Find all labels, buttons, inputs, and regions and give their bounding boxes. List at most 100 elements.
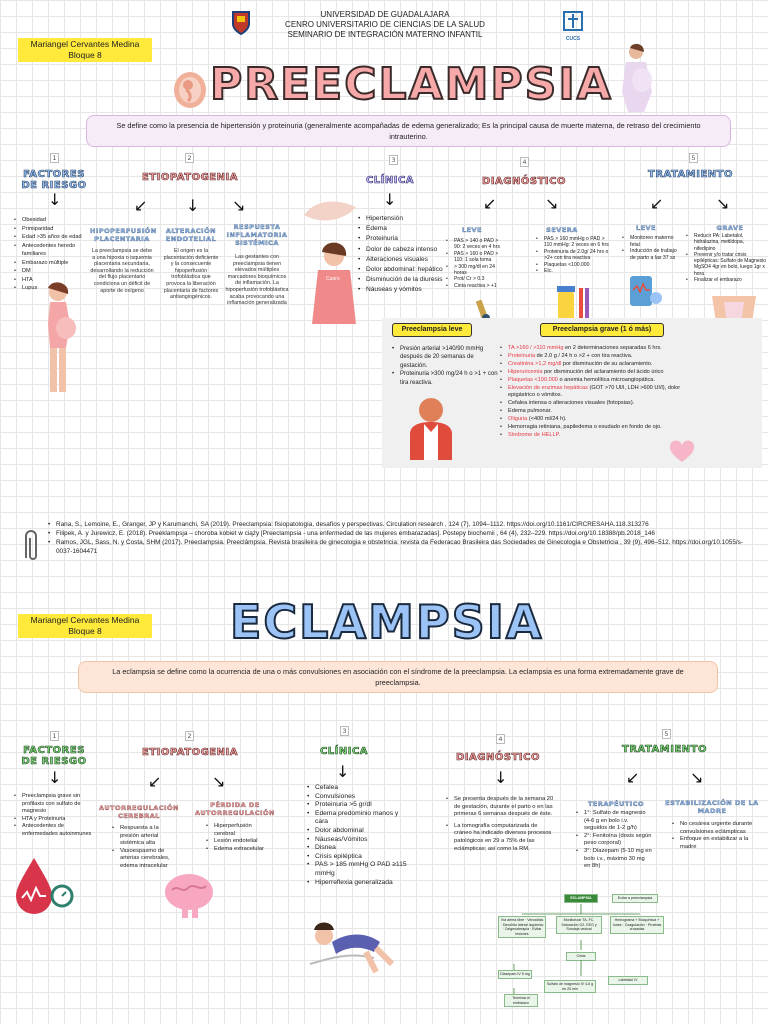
ecl-clinical-arrow-icon: ↓ <box>336 762 350 781</box>
mild-panel-item: Proteinuria >300 mg/24 h o >1 + con tira… <box>392 370 502 387</box>
fetal-monitor-icon <box>628 272 664 310</box>
diag-severe-title: SEVERA <box>546 226 578 234</box>
ecl-clinical-title: CLÍNICA <box>319 746 369 758</box>
autoregulation-list: Respuesta a la presión arterial sistémic… <box>112 825 176 871</box>
risk-factor-item: DM <box>14 267 94 276</box>
woman-headache-illustration: Cuoro <box>310 240 360 324</box>
diag-arrow-right-icon: ↘ <box>545 194 559 213</box>
eclampsia-definition: La eclampsia se define como la ocurrenci… <box>78 661 718 693</box>
ecl-risk-factor-item: Preeclampsia grave sin profilaxis con su… <box>14 793 92 816</box>
illustration-badge: Cuoro <box>326 276 340 282</box>
step-number-5: 5 <box>662 729 671 739</box>
diag-severe-list: PAS > 160 mmHg o PAD > 110 mmHg: 2 veces… <box>536 236 614 275</box>
ecl-risk-arrow-icon: ↓ <box>48 768 62 787</box>
ecl-diagnosis-item: Se presenta después de la semana 20 de g… <box>446 796 556 819</box>
student-name: Mariangel Cervantes Medina <box>30 615 140 625</box>
blood-pressure-icon <box>12 856 76 918</box>
treat-severe-item: Prevenir y/o tratar crisis epilépticas: … <box>686 252 766 277</box>
ecl-clinical-item: Convulsiones <box>307 793 407 802</box>
diag-mild-item: Cinta reactiva > +1 <box>446 283 506 290</box>
treatment-flowchart: ECLAMPSIA Evitar a preeclampsia Vía aére… <box>494 890 668 1024</box>
severe-panel-item: Proteinuria de 2.0 g / 24 h o >2 + con t… <box>500 353 705 361</box>
risk-factor-item: HTA <box>14 276 94 285</box>
ecl-risk-factor-item: Antecedentes de enfermedades autoinmunes <box>14 823 92 838</box>
endothelial-text: El origen es la placentación deficiente … <box>163 248 219 301</box>
eclampsia-title: ECLAMPSIA <box>229 595 544 649</box>
cucs-logo: CUCS <box>562 10 584 42</box>
therapeutic-list: 1°: Sulfato de magnesio (4-6 g en bolo i… <box>576 810 652 871</box>
ecl-clinical-item: Disnea <box>307 844 407 853</box>
clinical-item: Hipertensión <box>358 214 443 224</box>
flow-node-c3: Labetalol IV <box>608 976 648 985</box>
pregnant-woman-illustration <box>36 280 80 398</box>
severe-panel-item: Cefalea intensa o alteraciones visuales … <box>500 400 705 408</box>
risk-factor-item: Embarazo múltiple <box>14 259 94 268</box>
severe-panel-item: Oliguria (<400 ml/24 h). <box>500 416 705 424</box>
ecl-clinical-item: Crisis epiléptica <box>307 853 407 862</box>
ecl-risk-factors-list: Preeclampsia grave sin profilaxis con su… <box>14 793 92 839</box>
severe-panel-title: Preeclampsia grave (1 ó más) <box>540 323 664 337</box>
endothelial-title: ALTERACIÓN ENDOTELIAL <box>165 227 217 243</box>
mild-panel-list: Presión arterial >140/90 mmHg después de… <box>392 345 502 387</box>
clinical-arrow-icon: ↓ <box>383 190 397 209</box>
severe-panel-item: Elevación de enzimas hepáticas (GOT >70 … <box>500 385 705 401</box>
severe-panel-item: Creatinina >1,2 mg/dl por disminución de… <box>500 361 705 369</box>
clinical-item: Dolor abdominal: hepático <box>358 265 443 275</box>
therapeutic-item: 2°: Fenitoína (dosis según peso corporal… <box>576 833 652 848</box>
clinical-item: Disminución de la diuresis <box>358 275 443 285</box>
flow-node-c1: Diazepam IV 5 mg <box>498 970 532 979</box>
severe-item-text: por disminución de su aclaramiento. <box>561 360 653 367</box>
etio-arrow-2-icon: ↓ <box>186 196 200 215</box>
fetus-icon <box>172 70 208 110</box>
ecl-treatment-title: TRATAMIENTO <box>622 744 707 756</box>
diagnosis-title: DIAGNÓSTICO <box>482 176 566 188</box>
flow-node-a: Evitar a preeclampsia <box>612 894 658 903</box>
paperclip-icon <box>20 528 42 564</box>
stabilization-item: No cesárea urgente durante convulsiones … <box>672 821 756 836</box>
seizure-illustration <box>306 906 402 976</box>
severe-panel-item: Plaquetas <100.000 o anemia hemolítica m… <box>500 377 705 385</box>
stabilization-list: No cesárea urgente durante convulsiones … <box>672 821 756 851</box>
ecl-clinical-item: Proteinuria >5 gr/dl <box>307 801 407 810</box>
ecl-clinical-item: Edema predominio manos y cara <box>307 810 407 827</box>
severe-item-highlight: Proteinuria <box>508 352 536 359</box>
autoregulation-loss-list: Hiperperfusión cerebral Lesión endotelia… <box>206 823 270 853</box>
flow-node-c2: Sulfato de magnesio IV 4-6 g en 20 min <box>544 980 596 993</box>
header-line-2: CENRO UNIVERSITARIO DE CIENCIAS DE LA SA… <box>285 20 485 29</box>
diag-mild-list: PAS > 140 o PAD > 90: 2 veces en 4 hrs P… <box>446 238 506 290</box>
autoregulation-loss-item: Edema extracelular <box>206 846 270 854</box>
autoregulation-loss-item: Lesión endotelial <box>206 838 270 846</box>
clinical-item: Dolor de cabeza intenso <box>358 245 443 255</box>
ecl-clinical-item: Cefalea <box>307 784 407 793</box>
autoregulation-item: Vasoespasmo de arterias cerebrales, edem… <box>112 848 176 871</box>
treat-severe-list: Reducir PA: Labetalol, hidralazina, meti… <box>686 233 766 284</box>
stabilization-title: ESTABILIZACIÓN DE LA MADRE <box>665 799 759 815</box>
severe-panel-item: Hemorragia retiniana, papiledema o exuda… <box>500 424 705 432</box>
severe-item-text: Cefalea intensa o alteraciones visuales … <box>508 400 635 407</box>
flow-node-b2: Monitorizar TA, FC, Saturación O2, EEG y… <box>556 916 602 934</box>
heart-icon <box>668 440 696 464</box>
mild-panel-item: Presión arterial >140/90 mmHg después de… <box>392 345 502 370</box>
ecl-etio-arrow-left-icon: ↙ <box>148 772 162 791</box>
reference-item: Rana, S., Lemoine, E., Granger, JP y Kar… <box>48 520 748 529</box>
treat-mild-item: Inducción de trabajo de parto a las 37 s… <box>622 248 680 261</box>
ecl-etiopathogenesis-title: ETIOPATOGENIA <box>142 747 238 759</box>
severe-item-highlight: Hiperuricemia <box>508 368 543 375</box>
risk-factor-item: Lupus <box>14 284 94 293</box>
treat-severe-item: Finalizar el embarazo <box>686 277 766 284</box>
flow-node-b1: Vía aérea libre · Venoclisis · Decúbito … <box>498 916 546 938</box>
step-number-3: 3 <box>389 155 398 165</box>
risk-factor-item: Obesidad <box>14 216 94 225</box>
ecl-diagnosis-item: La tomografía computarizada de cráneo ha… <box>446 823 556 853</box>
step-number-2: 2 <box>185 731 194 741</box>
ecl-risk-factors-title: FACTORES DE RIESGO <box>21 745 87 768</box>
step-number-3: 3 <box>340 726 349 736</box>
severe-panel-list: TA >160 / >110 mmHg en 2 determinaciones… <box>500 345 705 440</box>
therapeutic-item: 3°: Diazepam (5-10 mg en bolo i.v., máxi… <box>576 848 652 871</box>
clinical-list: Hipertensión Edema Proteinuria Dolor de … <box>358 214 443 296</box>
diag-mild-item: PAS > 160 o PAD > 110: 1 sola toma <box>446 251 506 264</box>
severe-panel-item: Síndrome de HELLP. <box>500 432 705 440</box>
treat-arrow-left-icon: ↙ <box>650 194 664 213</box>
urine-sample-icon <box>555 282 593 324</box>
risk-factors-list: Obesidad Primiparidad Edad >35 años de e… <box>14 216 94 293</box>
